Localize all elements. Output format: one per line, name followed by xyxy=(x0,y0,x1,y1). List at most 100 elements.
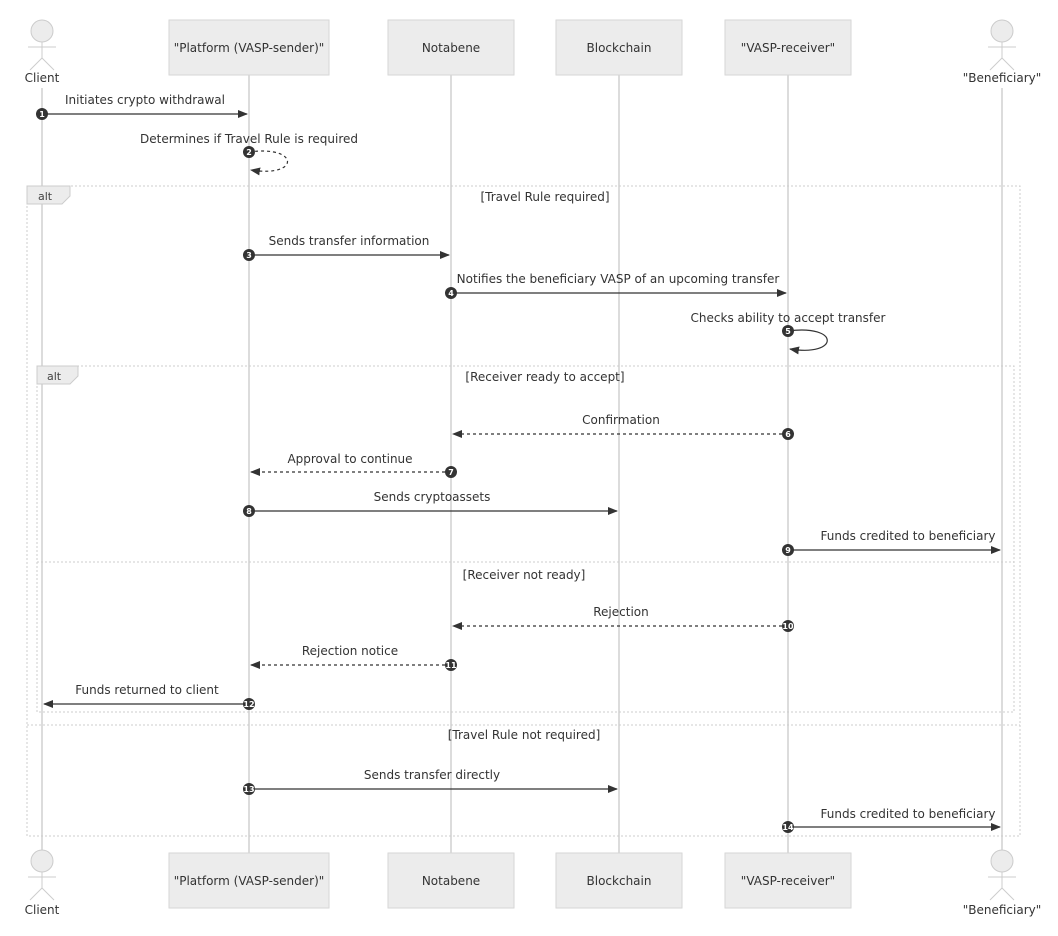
fragment-condition: [Receiver ready to accept] xyxy=(465,370,624,384)
sequence-badge xyxy=(445,659,457,671)
sequence-badge xyxy=(243,146,255,158)
sequence-number: 6 xyxy=(785,430,791,439)
message-13: Sends transfer directly 13 xyxy=(243,768,618,795)
participant-label: "Beneficiary" xyxy=(963,903,1042,917)
sequence-number: 10 xyxy=(782,622,794,631)
sequence-number: 3 xyxy=(246,251,252,260)
participant-notabene: Notabene xyxy=(387,19,515,76)
actor-head-icon xyxy=(990,19,1014,43)
actor-leg xyxy=(989,57,1003,71)
sequence-badge xyxy=(782,325,794,337)
participant-label: "Beneficiary" xyxy=(963,71,1042,85)
participants-bottom: Client "Platform (VASP-sender)" Notabene… xyxy=(25,849,1042,917)
fragment-tag: alt xyxy=(38,190,53,203)
sequence-number: 8 xyxy=(246,507,252,516)
participant-blockchain: Blockchain xyxy=(555,19,683,76)
message-label: Confirmation xyxy=(582,413,660,427)
participant-receiver: "VASP-receiver" xyxy=(724,852,852,909)
sequence-badge xyxy=(782,428,794,440)
fragment-tag-box xyxy=(26,185,71,205)
participant-box xyxy=(724,19,852,76)
message-arrow xyxy=(248,150,289,176)
message-11: Rejection notice 11 xyxy=(250,644,457,671)
participant-platform: "Platform (VASP-sender)" xyxy=(168,19,330,76)
fragment-tag: alt xyxy=(47,370,62,383)
message-5: Checks ability to accept transfer 5 xyxy=(691,311,886,355)
sequence-number: 7 xyxy=(448,468,454,477)
message-label: Approval to continue xyxy=(287,452,412,466)
sequence-number: 5 xyxy=(785,327,791,336)
message-label: Sends transfer information xyxy=(269,234,430,248)
message-6: Confirmation 6 xyxy=(452,413,794,440)
message-9: Funds credited to beneficiary 9 xyxy=(782,529,1001,556)
participant-client: Client xyxy=(25,849,60,917)
lifelines xyxy=(41,75,1003,853)
participant-notabene: Notabene xyxy=(387,852,515,909)
sequence-badge xyxy=(36,108,48,120)
participant-beneficiary: "Beneficiary" xyxy=(963,849,1042,917)
actor-leg xyxy=(41,57,55,71)
participant-label: Blockchain xyxy=(587,41,652,55)
message-label: Determines if Travel Rule is required xyxy=(140,132,358,146)
participant-box xyxy=(168,19,330,76)
fragment-condition: [Travel Rule not required] xyxy=(448,728,601,742)
participant-client: Client xyxy=(25,19,60,85)
sequence-badge xyxy=(243,698,255,710)
participant-blockchain: Blockchain xyxy=(555,852,683,909)
message-14: Funds credited to beneficiary 14 xyxy=(782,807,1001,833)
message-8: Sends cryptoassets 8 xyxy=(243,490,618,517)
fragment-tag-box xyxy=(36,365,79,385)
sequence-badge xyxy=(243,505,255,517)
message-4: Notifies the beneficiary VASP of an upco… xyxy=(445,272,787,299)
actor-leg xyxy=(29,57,43,71)
actor-leg xyxy=(989,887,1003,901)
actor-head-icon xyxy=(30,19,54,43)
participant-platform: "Platform (VASP-sender)" xyxy=(168,852,330,909)
message-12: Funds returned to client 12 xyxy=(43,683,255,710)
participant-box xyxy=(168,852,330,909)
participant-label: "VASP-receiver" xyxy=(741,874,835,888)
participant-box xyxy=(387,19,515,76)
message-label: Sends cryptoassets xyxy=(374,490,491,504)
message-label: Sends transfer directly xyxy=(364,768,500,782)
message-label: Rejection notice xyxy=(302,644,398,658)
sequence-number: 12 xyxy=(243,700,254,709)
participant-label: "VASP-receiver" xyxy=(741,41,835,55)
message-label: Initiates crypto withdrawal xyxy=(65,93,225,107)
actor-head-icon xyxy=(30,849,54,873)
actor-leg xyxy=(41,887,55,901)
sequence-number: 9 xyxy=(785,546,791,555)
sequence-badge xyxy=(445,466,457,478)
participant-label: "Platform (VASP-sender)" xyxy=(174,874,325,888)
participant-box xyxy=(387,852,515,909)
message-label: Funds returned to client xyxy=(75,683,219,697)
message-label: Rejection xyxy=(593,605,648,619)
participants-top: Client "Platform (VASP-sender)" Notabene… xyxy=(25,19,1042,85)
sequence-badge xyxy=(445,287,457,299)
fragment-receiver: alt [Receiver ready to accept] [Receiver… xyxy=(36,365,1015,713)
sequence-badge xyxy=(782,544,794,556)
message-arrow xyxy=(787,329,828,355)
sequence-number: 1 xyxy=(39,110,45,119)
sequence-number: 13 xyxy=(243,785,254,794)
participant-label: "Platform (VASP-sender)" xyxy=(174,41,325,55)
message-10: Rejection 10 xyxy=(452,605,794,632)
participant-beneficiary: "Beneficiary" xyxy=(963,19,1042,85)
participant-label: Notabene xyxy=(422,874,480,888)
messages: Initiates crypto withdrawal 1 Determines… xyxy=(36,93,1001,833)
message-label: Checks ability to accept transfer xyxy=(691,311,886,325)
sequence-badge xyxy=(782,620,794,632)
participant-box xyxy=(724,852,852,909)
message-label: Funds credited to beneficiary xyxy=(821,529,996,543)
message-7: Approval to continue 7 xyxy=(250,452,457,478)
actor-head-icon xyxy=(990,849,1014,873)
sequence-badge xyxy=(243,249,255,261)
fragment-frame xyxy=(36,365,1015,713)
actor-leg xyxy=(1001,887,1015,901)
participant-label: Client xyxy=(25,71,60,85)
sequence-number: 11 xyxy=(445,661,457,670)
fragment-condition: [Receiver not ready] xyxy=(463,568,586,582)
sequence-badge xyxy=(782,821,794,833)
participant-box xyxy=(555,852,683,909)
